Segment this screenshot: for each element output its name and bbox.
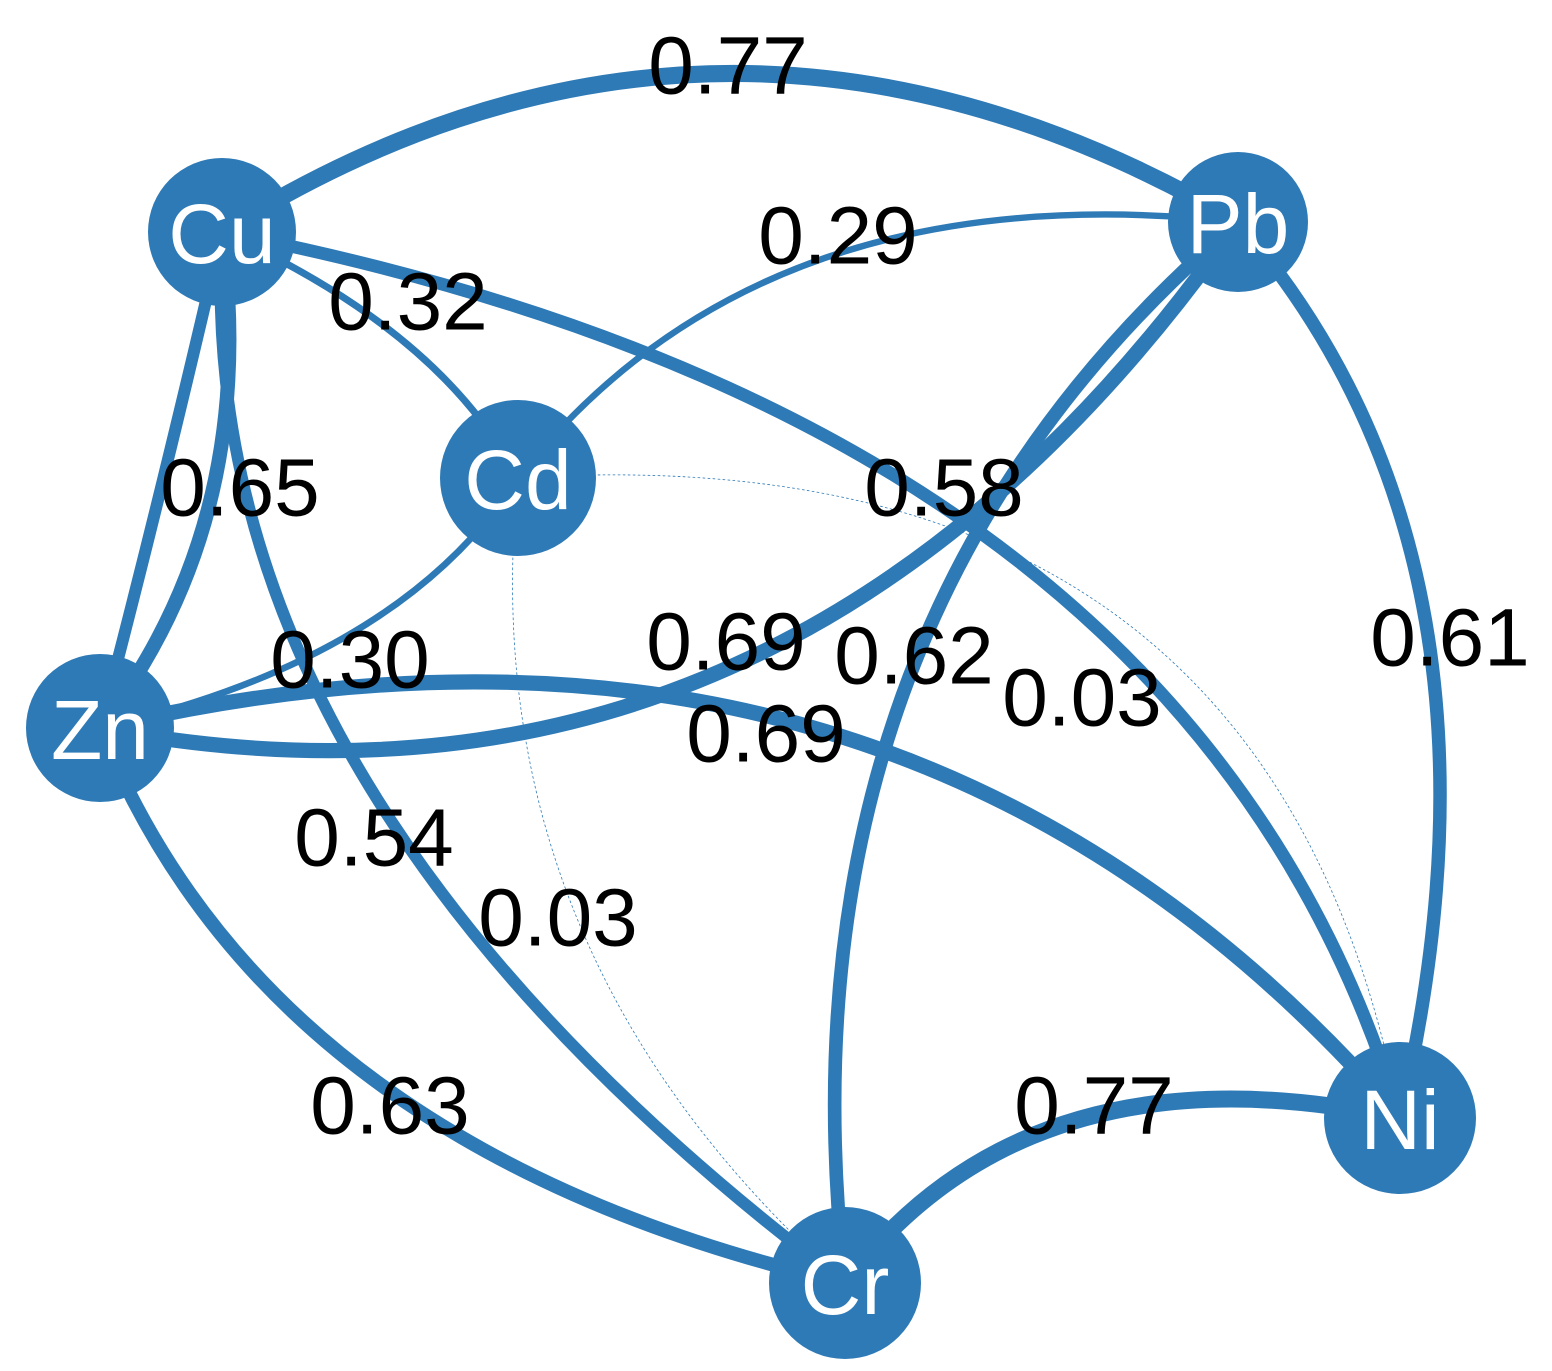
- edge-label-zn-ni: 0.69: [686, 689, 846, 780]
- edge-cu-pb: [213, 65, 1247, 241]
- node-zn: Zn: [26, 654, 174, 802]
- edge-zn-pb: [92, 214, 1246, 759]
- node-label-ni: Ni: [1360, 1073, 1439, 1167]
- edge-zn-cr: [93, 721, 852, 1290]
- node-cu: Cu: [148, 158, 296, 306]
- node-label-zn: Zn: [51, 683, 149, 777]
- edge-cd-ni: [517, 474, 1401, 1119]
- edge-label-cu-ni: 0.58: [864, 443, 1024, 534]
- edge-label-cr-ni: 0.77: [1014, 1061, 1174, 1152]
- node-label-cu: Cu: [168, 187, 275, 281]
- node-circle-cu: [148, 158, 296, 306]
- edge-label-zn-pb: 0.69: [646, 597, 806, 688]
- edge-cu-ni: [215, 225, 1407, 1125]
- node-label-pb: Pb: [1187, 177, 1290, 271]
- edge-label-cd-cr: 0.03: [478, 873, 638, 964]
- edge-label-cu-cd: 0.32: [328, 257, 488, 348]
- edge-label-cu-pb: 0.77: [648, 21, 808, 112]
- edge-cu-cr: [214, 226, 851, 1289]
- edge-label-zn-cr: 0.63: [310, 1061, 470, 1152]
- edge-label-zn-cd: 0.30: [270, 615, 430, 706]
- edge-zn-ni: [92, 674, 1408, 1126]
- edge-cd-pb: [514, 211, 1242, 482]
- node-label-cd: Cd: [464, 433, 571, 527]
- node-circle-pb: [1168, 152, 1308, 292]
- node-circle-zn: [26, 654, 174, 802]
- node-circle-ni: [1324, 1042, 1476, 1194]
- node-pb: Pb: [1168, 152, 1308, 292]
- edge-label-pb-cr: 0.62: [834, 611, 994, 702]
- edge-label-cu-cr: 0.54: [294, 793, 454, 884]
- node-circle-cd: [440, 400, 596, 556]
- edge-pb-cr: [827, 215, 1245, 1290]
- node-label-cr: Cr: [801, 1238, 890, 1332]
- node-cr: Cr: [769, 1207, 921, 1359]
- node-cd: Cd: [440, 400, 596, 556]
- edge-label-cd-ni: 0.03: [1002, 653, 1162, 744]
- edge-cr-ni: [836, 1090, 1409, 1292]
- node-ni: Ni: [1324, 1042, 1476, 1194]
- edge-cd-cr: [512, 477, 846, 1284]
- edges-layer: [92, 65, 1447, 1292]
- edge-label-cu-zn: 0.65: [160, 443, 320, 534]
- edge-label-cd-pb: 0.29: [758, 191, 918, 282]
- edge-label-pb-ni: 0.61: [1370, 593, 1530, 684]
- edge-pb-ni: [1231, 215, 1447, 1125]
- node-circle-cr: [769, 1207, 921, 1359]
